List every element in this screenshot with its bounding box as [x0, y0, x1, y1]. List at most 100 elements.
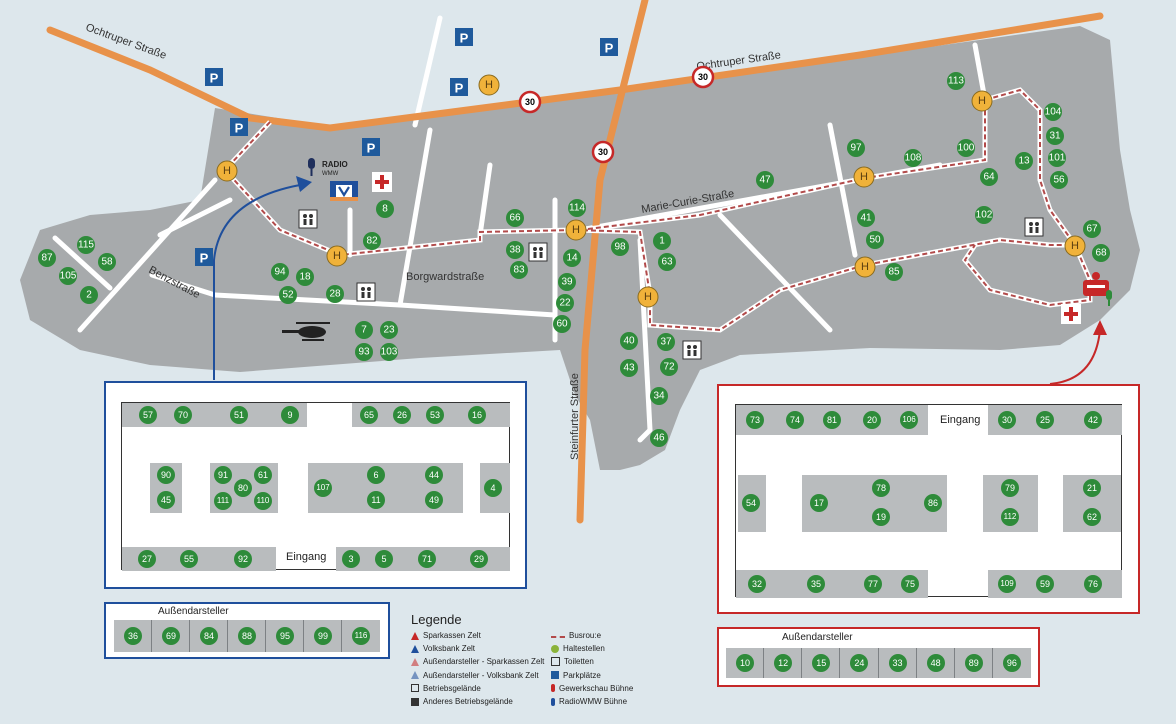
booth-number[interactable]: 25 — [1036, 411, 1054, 429]
booth-number[interactable]: 27 — [138, 550, 156, 568]
booth-number[interactable]: 78 — [872, 479, 890, 497]
booth-number[interactable]: 57 — [139, 406, 157, 424]
booth-number[interactable]: 95 — [276, 627, 294, 645]
booth-number[interactable]: 42 — [1084, 411, 1102, 429]
map-booth[interactable]: 13 — [1015, 152, 1033, 170]
booth-number[interactable]: 111 — [214, 492, 232, 510]
booth-number[interactable]: 90 — [157, 466, 175, 484]
booth-number[interactable]: 6 — [367, 466, 385, 484]
map-booth[interactable]: 83 — [510, 261, 528, 279]
map-booth[interactable]: 56 — [1050, 171, 1068, 189]
booth-number[interactable]: 112 — [1001, 508, 1019, 526]
map-booth[interactable]: 64 — [980, 168, 998, 186]
map-booth[interactable]: 50 — [866, 231, 884, 249]
map-booth[interactable]: 2 — [80, 286, 98, 304]
map-booth[interactable]: 43 — [620, 359, 638, 377]
booth-number[interactable]: 71 — [418, 550, 436, 568]
map-booth[interactable]: 100 — [957, 139, 975, 157]
booth-number[interactable]: 99 — [314, 627, 332, 645]
booth-number[interactable]: 76 — [1084, 575, 1102, 593]
booth-number[interactable]: 32 — [748, 575, 766, 593]
booth-number[interactable]: 49 — [425, 491, 443, 509]
booth-number[interactable]: 29 — [470, 550, 488, 568]
map-booth[interactable]: 47 — [756, 171, 774, 189]
map-booth[interactable]: 66 — [506, 209, 524, 227]
booth-number[interactable]: 55 — [180, 550, 198, 568]
map-booth[interactable]: 23 — [380, 321, 398, 339]
map-booth[interactable]: 108 — [904, 149, 922, 167]
booth-number[interactable]: 110 — [254, 492, 272, 510]
map-booth[interactable]: 103 — [380, 343, 398, 361]
booth-number[interactable]: 70 — [174, 406, 192, 424]
booth-number[interactable]: 96 — [1002, 654, 1021, 672]
booth-number[interactable]: 106 — [900, 411, 918, 429]
booth-number[interactable]: 30 — [998, 411, 1016, 429]
booth-number[interactable]: 33 — [888, 654, 907, 672]
booth-number[interactable]: 24 — [850, 654, 869, 672]
booth-number[interactable]: 19 — [872, 508, 890, 526]
map-booth[interactable]: 101 — [1048, 149, 1066, 167]
booth-number[interactable]: 53 — [426, 406, 444, 424]
booth-number[interactable]: 20 — [863, 411, 881, 429]
booth-number[interactable]: 44 — [425, 466, 443, 484]
booth-number[interactable]: 62 — [1083, 508, 1101, 526]
map-booth[interactable]: 67 — [1083, 220, 1101, 238]
map-booth[interactable]: 85 — [885, 263, 903, 281]
map-booth[interactable]: 72 — [660, 358, 678, 376]
booth-number[interactable]: 4 — [484, 479, 502, 497]
booth-number[interactable]: 86 — [924, 494, 942, 512]
booth-number[interactable]: 81 — [823, 411, 841, 429]
booth-number[interactable]: 80 — [234, 479, 252, 497]
map-booth[interactable]: 58 — [98, 253, 116, 271]
booth-number[interactable]: 3 — [342, 550, 360, 568]
map-booth[interactable]: 37 — [657, 333, 675, 351]
booth-number[interactable]: 35 — [807, 575, 825, 593]
map-booth[interactable]: 1 — [653, 232, 671, 250]
map-booth[interactable]: 38 — [506, 241, 524, 259]
map-booth[interactable]: 93 — [355, 343, 373, 361]
booth-number[interactable]: 48 — [926, 654, 945, 672]
map-booth[interactable]: 102 — [975, 206, 993, 224]
booth-number[interactable]: 109 — [998, 575, 1016, 593]
booth-number[interactable]: 51 — [230, 406, 248, 424]
booth-number[interactable]: 116 — [352, 627, 370, 645]
booth-number[interactable]: 17 — [810, 494, 828, 512]
booth-number[interactable]: 54 — [742, 494, 760, 512]
booth-number[interactable]: 10 — [736, 654, 755, 672]
map-booth[interactable]: 63 — [658, 253, 676, 271]
booth-number[interactable]: 16 — [468, 406, 486, 424]
map-booth[interactable]: 60 — [553, 315, 571, 333]
booth-number[interactable]: 9 — [281, 406, 299, 424]
booth-number[interactable]: 89 — [964, 654, 983, 672]
booth-number[interactable]: 69 — [162, 627, 180, 645]
map-booth[interactable]: 114 — [568, 199, 586, 217]
booth-number[interactable]: 84 — [200, 627, 218, 645]
map-booth[interactable]: 52 — [279, 286, 297, 304]
map-booth[interactable]: 41 — [857, 209, 875, 227]
booth-number[interactable]: 88 — [238, 627, 256, 645]
booth-number[interactable]: 65 — [360, 406, 378, 424]
booth-number[interactable]: 15 — [812, 654, 831, 672]
map-booth[interactable]: 14 — [563, 249, 581, 267]
booth-number[interactable]: 74 — [786, 411, 804, 429]
map-booth[interactable]: 46 — [650, 429, 668, 447]
booth-number[interactable]: 36 — [124, 627, 142, 645]
map-booth[interactable]: 97 — [847, 139, 865, 157]
map-booth[interactable]: 105 — [59, 267, 77, 285]
booth-number[interactable]: 91 — [214, 466, 232, 484]
booth-number[interactable]: 107 — [314, 479, 332, 497]
map-booth[interactable]: 68 — [1092, 244, 1110, 262]
map-booth[interactable]: 7 — [355, 321, 373, 339]
map-booth[interactable]: 22 — [556, 294, 574, 312]
booth-number[interactable]: 75 — [901, 575, 919, 593]
map-booth[interactable]: 34 — [650, 387, 668, 405]
booth-number[interactable]: 77 — [864, 575, 882, 593]
map-booth[interactable]: 104 — [1044, 103, 1062, 121]
map-booth[interactable]: 8 — [376, 200, 394, 218]
booth-number[interactable]: 21 — [1083, 479, 1101, 497]
map-booth[interactable]: 98 — [611, 238, 629, 256]
map-booth[interactable]: 87 — [38, 249, 56, 267]
booth-number[interactable]: 12 — [774, 654, 793, 672]
booth-number[interactable]: 5 — [375, 550, 393, 568]
map-booth[interactable]: 113 — [947, 72, 965, 90]
